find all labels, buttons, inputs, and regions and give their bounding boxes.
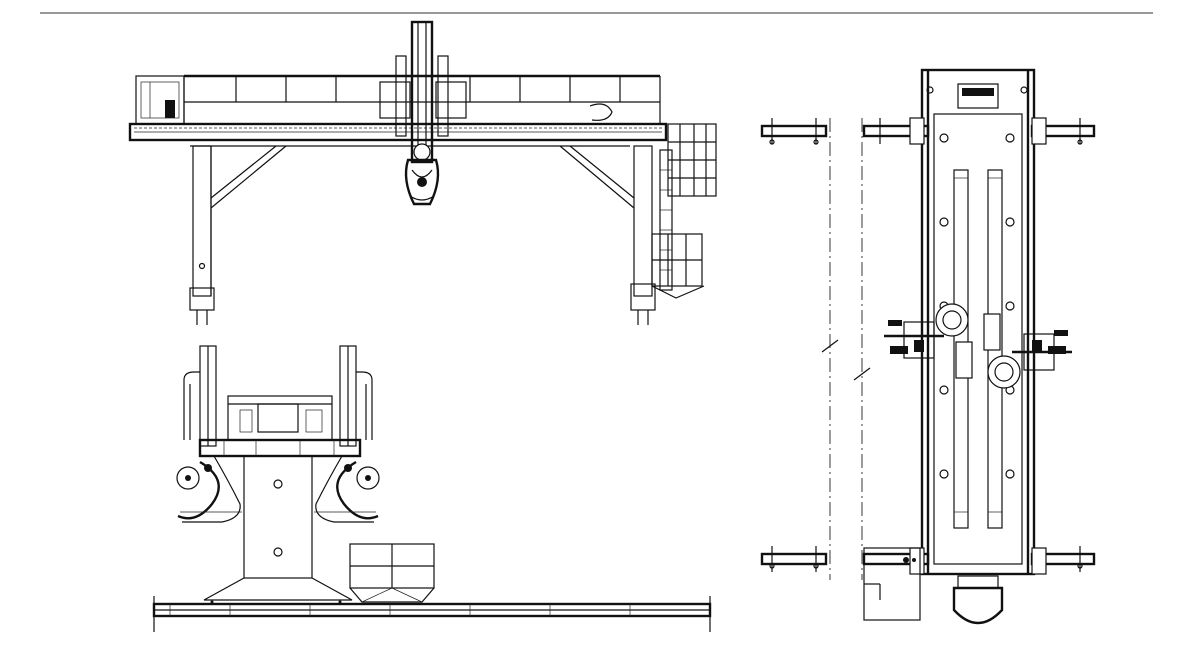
side-post-left — [183, 345, 217, 447]
main-girder — [128, 122, 668, 147]
bracket-top-right — [1031, 117, 1047, 145]
plan-view — [760, 68, 1096, 625]
gantry-leg-right — [559, 145, 656, 325]
top-railing — [183, 74, 661, 124]
gantry-leg-left — [189, 145, 287, 325]
drive-unit-right — [983, 313, 1072, 389]
bracket-bottom-left — [909, 547, 925, 575]
equipment-cage — [349, 543, 435, 603]
side-elevation-view — [152, 345, 712, 632]
front-elevation-view — [128, 20, 717, 325]
bottom-rail — [760, 546, 1096, 572]
upper-crossbeam — [198, 395, 362, 458]
robot-arm-left — [176, 455, 242, 523]
operator-cabin — [135, 75, 185, 125]
vertical-mast — [379, 20, 467, 164]
robot-head — [404, 143, 440, 206]
plan-operator-cab — [863, 547, 1004, 625]
drive-unit-left — [884, 303, 973, 379]
access-ladder-cage — [651, 123, 717, 299]
bracket-bottom-right — [1031, 547, 1047, 575]
top-rail — [760, 118, 1096, 145]
robot-arm-right — [314, 455, 380, 523]
bracket-top-left — [909, 117, 925, 145]
floor-rail — [152, 596, 712, 632]
side-post-right — [339, 345, 373, 447]
